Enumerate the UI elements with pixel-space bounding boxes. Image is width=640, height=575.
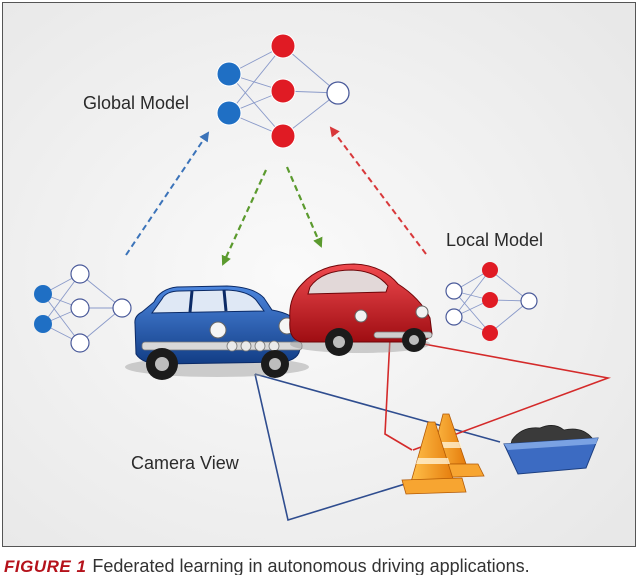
- local-hidden-node: [70, 333, 90, 353]
- global-model-label: Global Model: [83, 93, 190, 113]
- figure-number: FIGURE 1: [4, 557, 87, 575]
- traffic-cones: [401, 413, 485, 495]
- local-input-node: [34, 285, 52, 303]
- red-car: [289, 263, 433, 356]
- local-input-node: [445, 308, 463, 326]
- caption-text: Federated learning in autonomous driving…: [92, 556, 530, 575]
- local-hidden-node: [482, 262, 498, 278]
- local-model-label: Local Model: [446, 230, 544, 250]
- download-arrow-green: [285, 166, 323, 248]
- local-hidden-node: [70, 264, 90, 284]
- local-hidden-node: [482, 292, 498, 308]
- debris-bin: [503, 425, 599, 475]
- local-input-node: [34, 315, 52, 333]
- upload-arrow-blue: [125, 131, 210, 256]
- global-output-node: [326, 81, 350, 105]
- figure-caption: FIGURE 1 Federated learning in autonomous…: [4, 556, 640, 575]
- global-input-node: [216, 100, 242, 126]
- local-input-node: [445, 282, 463, 300]
- global-hidden-node: [270, 123, 296, 149]
- global-input-node: [216, 61, 242, 87]
- global-hidden-node: [270, 78, 296, 104]
- blue-car: [125, 285, 309, 380]
- local-hidden-node: [482, 325, 498, 341]
- diagram-panel: [2, 2, 636, 547]
- left-local-network: [34, 264, 132, 353]
- local-output-node: [520, 292, 538, 310]
- global-model-network: [216, 33, 350, 149]
- camera-view-lines: [254, 373, 501, 522]
- download-arrow-green: [221, 169, 268, 266]
- local-hidden-node: [70, 298, 90, 318]
- right-local-network: [445, 262, 538, 341]
- camera-view-label: Camera View: [131, 453, 239, 473]
- global-hidden-node: [270, 33, 296, 59]
- upload-arrow-red: [329, 126, 427, 255]
- local-output-node: [112, 298, 132, 318]
- sensor-view-lines: [384, 337, 612, 451]
